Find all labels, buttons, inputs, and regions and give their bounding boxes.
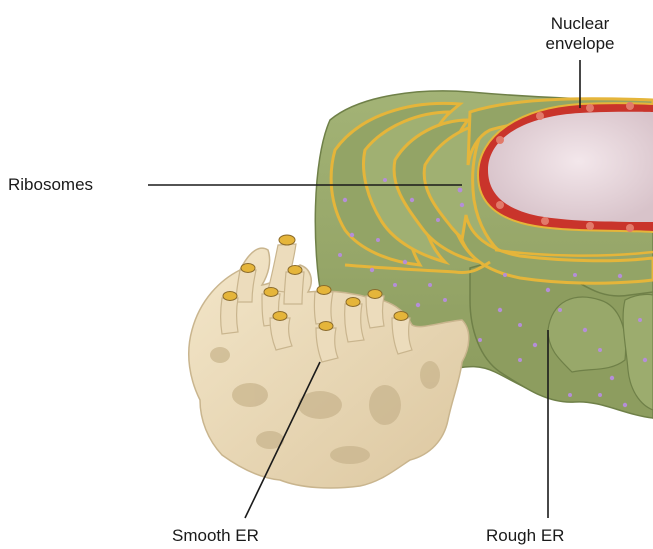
nuclear-envelope-label: Nuclear envelope (520, 14, 640, 54)
ribosomes-label: Ribosomes (8, 175, 93, 195)
nuclear-envelope-label-line1: Nuclear (520, 14, 640, 34)
smooth-er-label: Smooth ER (172, 526, 259, 546)
nuclear-envelope-label-line2: envelope (520, 34, 640, 54)
rough-er-label: Rough ER (486, 526, 564, 546)
